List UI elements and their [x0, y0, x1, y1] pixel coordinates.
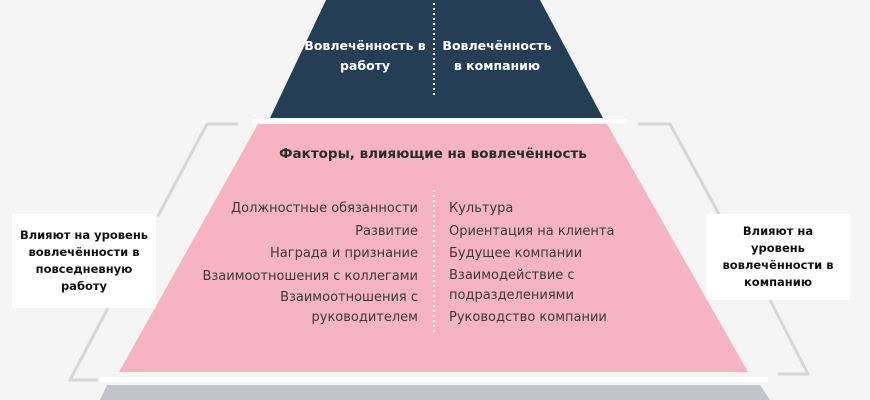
bottom-tier-grey: [100, 385, 770, 400]
top-tier-navy: [270, 0, 603, 118]
list-item: Руководство компании: [449, 310, 607, 325]
top-right-label: Вовлечённость в компанию: [442, 38, 552, 73]
left-note: Влияют на уровень вовлечённости в повсед…: [19, 228, 149, 293]
right-bracket: [768, 299, 810, 376]
middle-tier-pink: [119, 124, 748, 372]
list-item: Будущее компании: [449, 246, 583, 261]
list-item: Награда и признание: [270, 246, 418, 261]
right-bracket: [638, 122, 722, 217]
list-item: Культура: [449, 201, 514, 216]
list-item: Взаимоотношения с руководителем: [280, 290, 418, 325]
tier-separator: [252, 119, 626, 123]
company-factors-list: Культура Ориентация на клиента Будущее к…: [449, 198, 614, 330]
left-bracket: [156, 122, 238, 217]
left-note-box: Влияют на уровень вовлечённости в повсед…: [12, 214, 156, 308]
tier-separator: [100, 377, 768, 382]
list-item: Взаимоотношения с коллегами: [202, 268, 418, 284]
left-bracket: [68, 307, 110, 382]
right-note-box: Влияют на уровень вовлечённости в компан…: [706, 214, 850, 300]
list-item: Взаимодействие с подразделениями: [449, 267, 575, 303]
list-item: Должностные обязанности: [231, 201, 418, 216]
work-factors-list: Должностные обязанности Развитие Награда…: [202, 198, 418, 330]
list-item: Ориентация на клиента: [449, 223, 615, 239]
top-left-label: Вовлечённость в работу: [304, 38, 426, 73]
middle-title: Факторы, влияющие на вовлечённость: [279, 146, 587, 162]
right-note: Влияют на уровень вовлечённости в компан…: [722, 224, 834, 289]
list-item: Развитие: [355, 223, 418, 239]
